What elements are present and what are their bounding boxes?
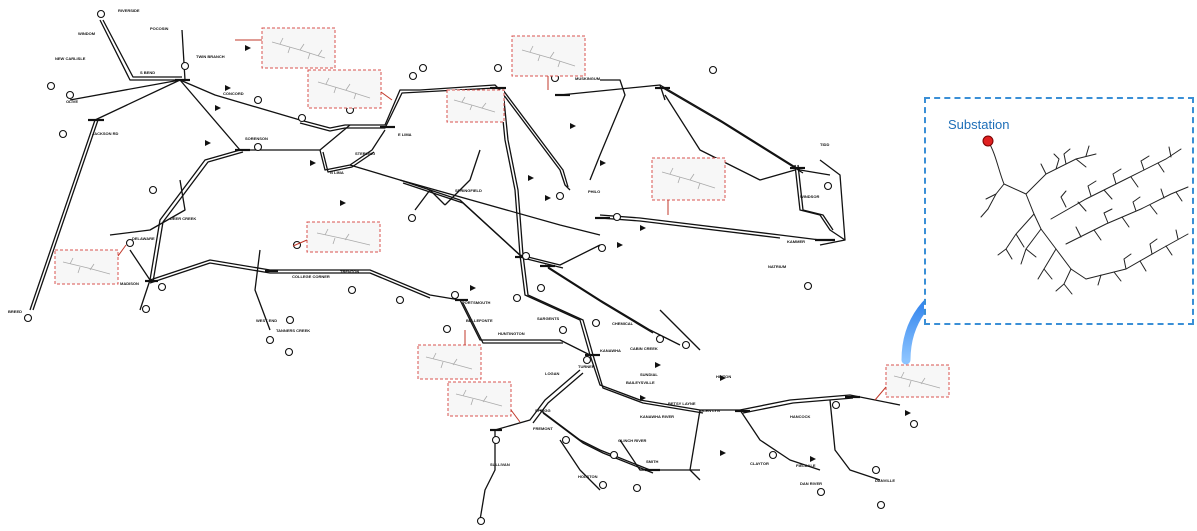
station-label: KANAWHA RIVER (640, 414, 674, 419)
station-label: KAMMER (787, 239, 805, 244)
station-label: PHILO (588, 189, 600, 194)
station-label: GLEN LYN (700, 408, 720, 413)
station-label: TANNERS CREEK (276, 328, 310, 333)
station-label: SORENSON (245, 136, 268, 141)
station-label: DEER CREEK (170, 216, 196, 221)
station-label: N LIMA (330, 170, 344, 175)
feeder-box (54, 244, 127, 285)
station-label: PORTSMOUTH (462, 300, 491, 305)
station-label: POCOSIN (150, 26, 169, 31)
station-label: BAILEYSVILLE (626, 380, 655, 385)
station-label: SMITH (646, 459, 659, 464)
station-label: CABIN CREEK (630, 346, 658, 351)
station-labels: RIVERSIDE WINDOM POCOSIN NEW CARLISLE OL… (8, 8, 895, 486)
station-label: OLIVE (66, 99, 78, 104)
transmission-lines (29, 19, 901, 521)
inset-title: Substation (948, 117, 1010, 132)
feeder-box (511, 35, 586, 90)
station-label: BETSY LAYNE (668, 401, 696, 406)
station-label: KANAWHA (600, 348, 621, 353)
station-label: MADISON (120, 281, 139, 286)
station-label: CLAYTOR (750, 461, 769, 466)
station-label: CONCORD (223, 91, 244, 96)
station-label: BELLEFONTE (466, 318, 493, 323)
feeder-box (447, 381, 521, 423)
station-label: STERLING (355, 151, 375, 156)
feeder-box (651, 157, 726, 215)
station-label: MUSKINGUM (575, 76, 601, 81)
station-label: CHEMICAL (612, 321, 634, 326)
station-label: DAN RIVER (800, 481, 822, 486)
feeder-box (446, 89, 505, 123)
station-label: HUNTINGTON (498, 331, 525, 336)
station-label: SPRINGFIELD (455, 188, 482, 193)
load-symbols (205, 45, 911, 462)
station-label: NATRIUM (768, 264, 787, 269)
station-label: HINTON (716, 374, 731, 379)
feeder-insets (54, 27, 950, 423)
station-label: FIELDALE (796, 463, 816, 468)
station-label: LOGAN (545, 371, 560, 376)
station-label: BREED (8, 309, 22, 314)
station-label: WINDSOR (800, 194, 819, 199)
feeder-box (874, 364, 950, 401)
station-label: SARGENTS (537, 316, 560, 321)
station-label: DANVILLE (875, 478, 895, 483)
generator-symbols (23, 9, 919, 526)
station-label: TURNER (578, 364, 595, 369)
bus-bars (88, 78, 860, 472)
station-label: NEW CARLISLE (55, 56, 86, 61)
station-label: TIDD (820, 142, 829, 147)
station-label: E LIMA (398, 132, 412, 137)
feeder-topology (980, 135, 1189, 295)
station-label: FREMONT (533, 426, 553, 431)
station-label: TWIN BRANCH (196, 54, 225, 59)
station-label: DELAWARE (132, 236, 155, 241)
feeder-box (292, 221, 381, 253)
station-label: HOLSTON (578, 474, 598, 479)
station-label: CLINCH RIVER (618, 438, 647, 443)
substation-marker (982, 135, 994, 147)
station-label: TRENTON (340, 269, 359, 274)
substation-inset: Substation (924, 97, 1194, 325)
feeder-box (417, 330, 482, 380)
feeder-box (235, 27, 336, 69)
station-label: S BEND (140, 70, 155, 75)
station-label: WINDOM (78, 31, 96, 36)
station-label: WEST END (256, 318, 277, 323)
station-label: SULLIVAN (490, 462, 510, 467)
station-label: HANCOCK (790, 414, 811, 419)
station-label: COLLEGE CORNER (292, 274, 330, 279)
feeder-box (307, 69, 393, 109)
station-label: JACKSON RD (92, 131, 119, 136)
station-label: SPRIGG (535, 408, 551, 413)
station-label: RIVERSIDE (118, 8, 140, 13)
station-label: SUNDIAL (640, 372, 658, 377)
